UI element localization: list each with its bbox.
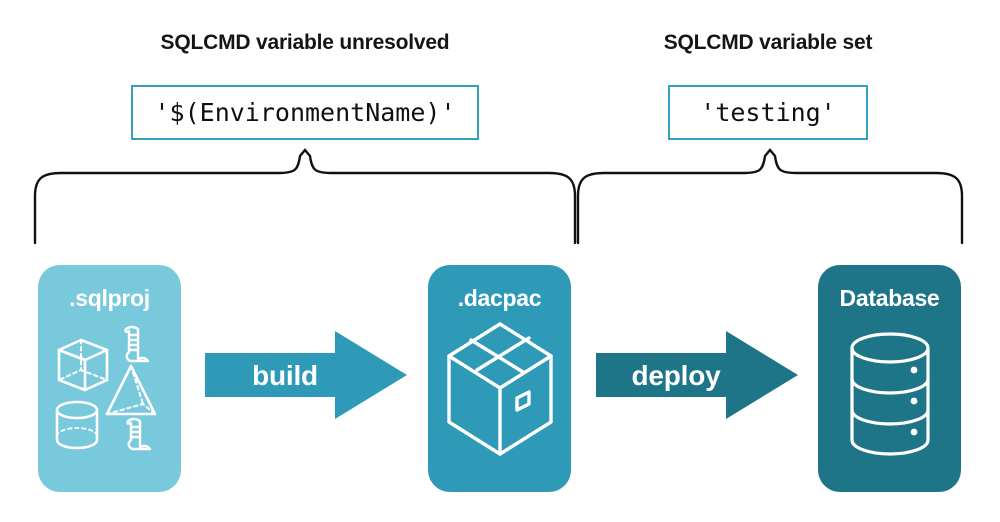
stage-card-sqlproj: .sqlproj [38, 265, 181, 492]
arrow-build [205, 331, 407, 419]
arrow-deploy [596, 331, 798, 419]
stage-card-database-label: Database [839, 285, 940, 311]
code-box-left: '$(EnvironmentName)' [131, 85, 479, 140]
code-value-right: 'testing' [700, 98, 836, 127]
stage-card-sqlproj-label: .sqlproj [69, 285, 150, 311]
package-box-icon [446, 322, 553, 456]
brace-left [33, 148, 577, 245]
code-box-right: 'testing' [668, 85, 868, 140]
code-value-left: '$(EnvironmentName)' [154, 98, 456, 127]
section-title-right: SQLCMD variable set [663, 31, 873, 54]
stage-card-dacpac: .dacpac [428, 265, 571, 492]
stage-card-database: Database [818, 265, 961, 492]
project-objects-icon [55, 325, 156, 451]
arrow-deploy-label: deploy [631, 360, 721, 391]
section-title-left: SQLCMD variable unresolved [160, 31, 450, 54]
brace-right [576, 148, 964, 245]
stage-card-dacpac-label: .dacpac [457, 285, 542, 311]
database-cylinder-icon [849, 332, 930, 456]
arrow-build-label: build [252, 360, 318, 391]
